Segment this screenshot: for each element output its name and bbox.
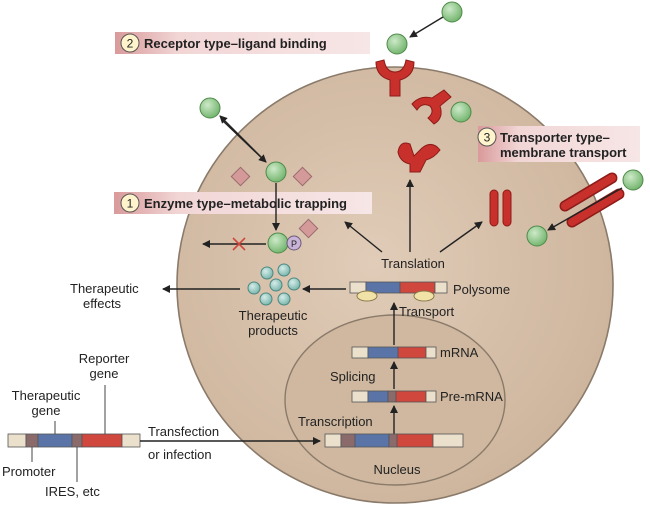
membrane-transporter xyxy=(559,172,625,228)
transport-label: Transport xyxy=(399,304,455,319)
pre-mrna-strand xyxy=(351,390,437,403)
blocked-cross-icon xyxy=(232,237,246,251)
therapeutic-gene-label-line1: Therapeutic xyxy=(12,388,81,403)
transport-arrow xyxy=(547,187,623,231)
mechanism-3-number-badge xyxy=(477,127,497,147)
mechanism-1-text: Enzyme type–metabolic trapping xyxy=(144,196,347,211)
translated-receptor xyxy=(397,142,441,173)
translation-to-transporter-arrow xyxy=(439,221,483,253)
therapeutic-gene-label-line2: gene xyxy=(32,403,61,418)
phosphate-label: P xyxy=(291,239,297,249)
ribosome-1 xyxy=(356,290,378,302)
therapeutic-effects-label-line1: Therapeutic xyxy=(70,281,139,296)
nuclear-dna xyxy=(324,433,464,448)
enzyme-diamond-2 xyxy=(292,166,313,187)
ligand-free xyxy=(441,1,463,23)
mechanism-2-text: Receptor type–ligand binding xyxy=(144,36,327,51)
substrate-outside xyxy=(199,97,221,119)
mechanism-3-text-line1: Transporter type– xyxy=(500,130,610,145)
transported-substrate-outside xyxy=(622,169,644,191)
receptor-ligand-complex xyxy=(411,89,452,125)
transfection-label-line2: or infection xyxy=(148,447,212,462)
enzyme-diamond-1 xyxy=(230,166,251,187)
nucleus-label: Nucleus xyxy=(374,462,421,477)
mechanism-2-number-badge xyxy=(120,33,140,53)
channel-protein xyxy=(489,189,512,227)
therapeutic-effects-label-line2: effects xyxy=(83,296,122,311)
mrna-label: mRNA xyxy=(440,345,479,360)
transported-substrate-inside xyxy=(526,225,548,247)
reporter-gene-label-line2: gene xyxy=(90,366,119,381)
mechanism-3-label: 3 Transporter type– membrane transport xyxy=(477,126,640,162)
phosphate-group xyxy=(286,235,302,251)
transcription-label: Transcription xyxy=(298,414,373,429)
influx-arrow xyxy=(221,119,267,163)
mechanism-2-label: 2 Receptor type–ligand binding xyxy=(115,32,370,54)
ligand-approach-arrow xyxy=(409,16,444,38)
substrate-inside xyxy=(265,161,287,183)
promoter-label: Promoter xyxy=(2,464,56,479)
gene-construct xyxy=(7,433,141,448)
translation-to-enzyme-arrow xyxy=(344,221,383,253)
mechanism-3-number: 3 xyxy=(484,131,491,145)
mechanism-1-label: 1 Enzyme type–metabolic trapping xyxy=(114,192,372,214)
ligand-near-receptor xyxy=(386,33,408,55)
mechanism-1-number: 1 xyxy=(127,197,134,211)
trapped-substrate xyxy=(267,232,289,254)
pre-mrna-label: Pre-mRNA xyxy=(440,389,503,404)
mechanism-3-text-line2: membrane transport xyxy=(500,145,627,160)
bound-ligand xyxy=(450,101,472,123)
enzyme-diamond-3 xyxy=(298,218,319,239)
mrna-strand xyxy=(351,346,437,359)
transfection-label-line1: Transfection xyxy=(148,424,219,439)
ribosome-2 xyxy=(413,290,435,302)
mechanism-1-number-badge xyxy=(120,193,140,213)
splicing-label: Splicing xyxy=(330,369,376,384)
therapeutic-products-cluster xyxy=(247,263,301,306)
translation-label: Translation xyxy=(381,256,445,271)
membrane-receptor xyxy=(375,59,415,97)
therapeutic-products-label-line2: products xyxy=(248,323,298,338)
therapeutic-products-label-line1: Therapeutic xyxy=(239,308,308,323)
reporter-gene-label-line1: Reporter xyxy=(79,351,130,366)
polysome-label: Polysome xyxy=(453,282,510,297)
ires-label: IRES, etc xyxy=(45,484,100,499)
mechanism-2-number: 2 xyxy=(127,37,134,51)
